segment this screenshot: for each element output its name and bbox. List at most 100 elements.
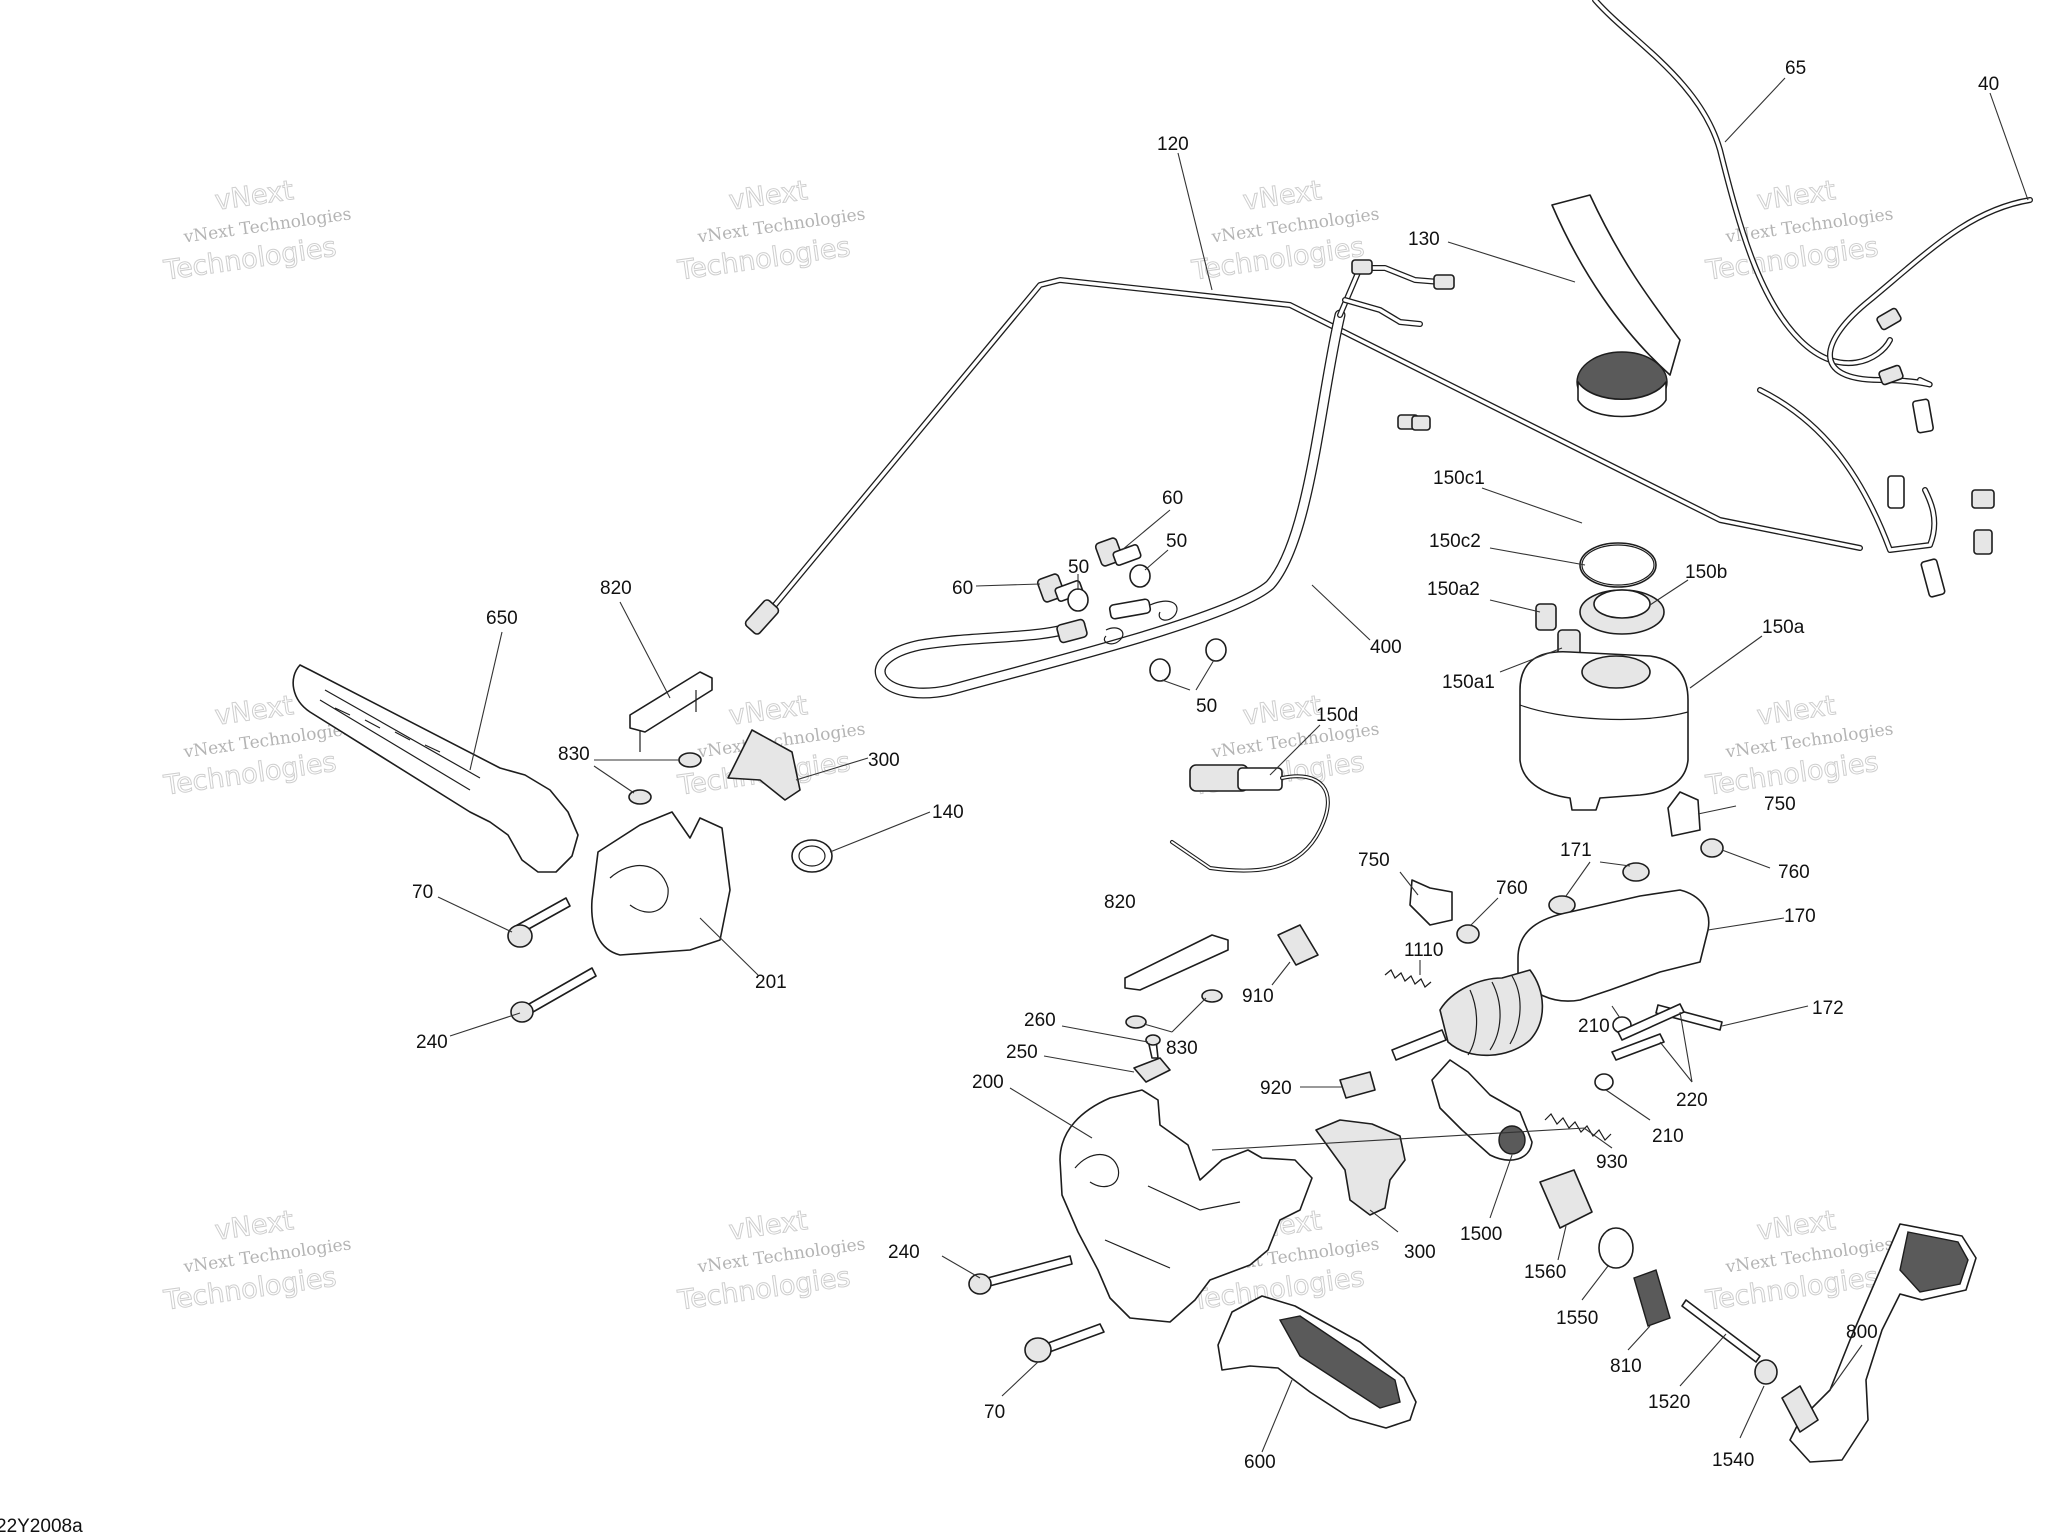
label-920: 920 [1260,1078,1292,1099]
leader-150c1 [1481,487,1583,524]
level-sensor-body [1237,767,1283,791]
line-fitting [1887,475,1905,509]
label-910: 910 [1242,986,1274,1007]
leader-830-top1 [593,765,635,794]
label-240-bottom: 240 [888,1242,920,1263]
bushing-920 [1339,1071,1376,1099]
leader-650 [469,631,503,771]
footpeg-bracket-201 [590,811,731,956]
label-200: 200 [972,1072,1004,1093]
label-150c1: 150c1 [1433,468,1485,489]
leader-70-bottom [1001,1361,1039,1397]
watermark-text-top: vNext [213,1205,295,1247]
hose-400 [874,309,1346,699]
watermark: vNext vNext Technologies Technologies [675,175,867,288]
leader-1500 [1489,1154,1513,1219]
footpeg-650-tread [319,689,481,791]
label-300-bottom: 300 [1404,1242,1436,1263]
leader-50-a [1144,549,1169,571]
brake-line-65-branch-inner [1758,388,1936,552]
leader-830-mid2 [1171,997,1207,1033]
leader-910 [1271,961,1291,986]
bushing-910 [1277,924,1319,966]
label-150d: 150d [1316,705,1358,726]
spring-810 [1633,1269,1671,1327]
bushing-1560 [1539,1169,1593,1229]
leader-240-top [449,1012,521,1037]
label-150c2: 150c2 [1429,531,1481,552]
heel-guard-300 [1315,1119,1406,1216]
nut-830 [1201,989,1223,1003]
footpeg-bracket-201-detail [609,865,669,913]
left-footpeg-assembly [292,664,833,1023]
banjo-fitting [1149,600,1178,621]
label-210-a: 210 [1578,1016,1610,1037]
label-1520: 1520 [1648,1392,1690,1413]
watermark: vNext vNext Technologies Technologies [1703,175,1895,288]
sealing-washer-50 [1129,564,1151,588]
leader-1560 [1557,1225,1567,1261]
brake-pedal-800-pad [1899,1231,1969,1293]
label-1540: 1540 [1712,1450,1754,1471]
watermark-text-top: vNext [727,175,809,217]
footpeg-600-tread [1278,1315,1401,1409]
footpeg-bracket-200-detail [1074,1154,1241,1269]
leader-120 [1177,152,1213,291]
hose-fitting [1433,274,1455,290]
leader-150a [1689,635,1763,689]
leader-150b [1649,579,1689,606]
nut-830 [678,752,702,768]
leader-130 [1447,241,1576,283]
watermark: vNext vNext Technologies Technologies [1703,690,1895,803]
label-1110: 1110 [1404,940,1443,961]
label-1500: 1500 [1460,1224,1502,1245]
leader-lines [437,77,2029,1453]
bushing-1550 [1598,1227,1634,1269]
brake-pedal-800-shaft [1781,1385,1819,1433]
label-760-left: 760 [1496,878,1528,899]
leader-260 [1061,1025,1149,1043]
leader-750-right [1697,805,1737,815]
leader-1520 [1679,1333,1727,1387]
leader-930 [1211,1127,1586,1151]
bolt-760 [1700,838,1724,858]
heel-plate-820 [629,671,713,733]
line-fitting [1971,489,1995,509]
label-201: 201 [755,972,787,993]
label-220: 220 [1676,1090,1708,1111]
leader-40 [1989,92,2029,201]
watermark: vNext vNext Technologies Technologies [1189,175,1381,288]
watermark: vNext vNext Technologies Technologies [161,1205,353,1318]
watermark-text-top: vNext [213,690,295,732]
label-1550: 1550 [1556,1308,1598,1329]
bolt-240-head [510,1001,534,1023]
label-40: 40 [1978,74,1999,95]
hose-fitting [1351,259,1373,275]
footpeg-650 [292,664,579,873]
seal-171 [1622,862,1650,882]
label-400: 400 [1370,637,1402,658]
leader-1540 [1739,1385,1765,1439]
brake-lines [744,0,2033,699]
nut-830 [628,789,652,805]
leader-220b [1659,1041,1693,1083]
leader-140 [829,811,931,853]
leader-60-left [975,583,1041,587]
leader-60-top [1121,509,1171,551]
watermark-text-top: vNext [1241,690,1323,732]
leader-300-bottom [1369,1209,1399,1233]
push-rod [1391,1029,1447,1061]
reservoir-cover-top [1593,589,1651,619]
label-140: 140 [932,802,964,823]
nut-830 [1125,1015,1147,1029]
hose-400-branch-inner [1338,266,1442,317]
bolt-240 [979,1255,1073,1289]
leader-1550 [1581,1265,1609,1301]
label-150b: 150b [1685,562,1727,583]
label-50-b: 50 [1068,557,1089,578]
line-fitting [1912,398,1934,434]
hose-400-branch2-inner [1343,298,1422,326]
label-830-mid: 830 [1166,1038,1198,1059]
label-240-top: 240 [416,1032,448,1053]
reservoir-assembly [1170,351,1689,873]
